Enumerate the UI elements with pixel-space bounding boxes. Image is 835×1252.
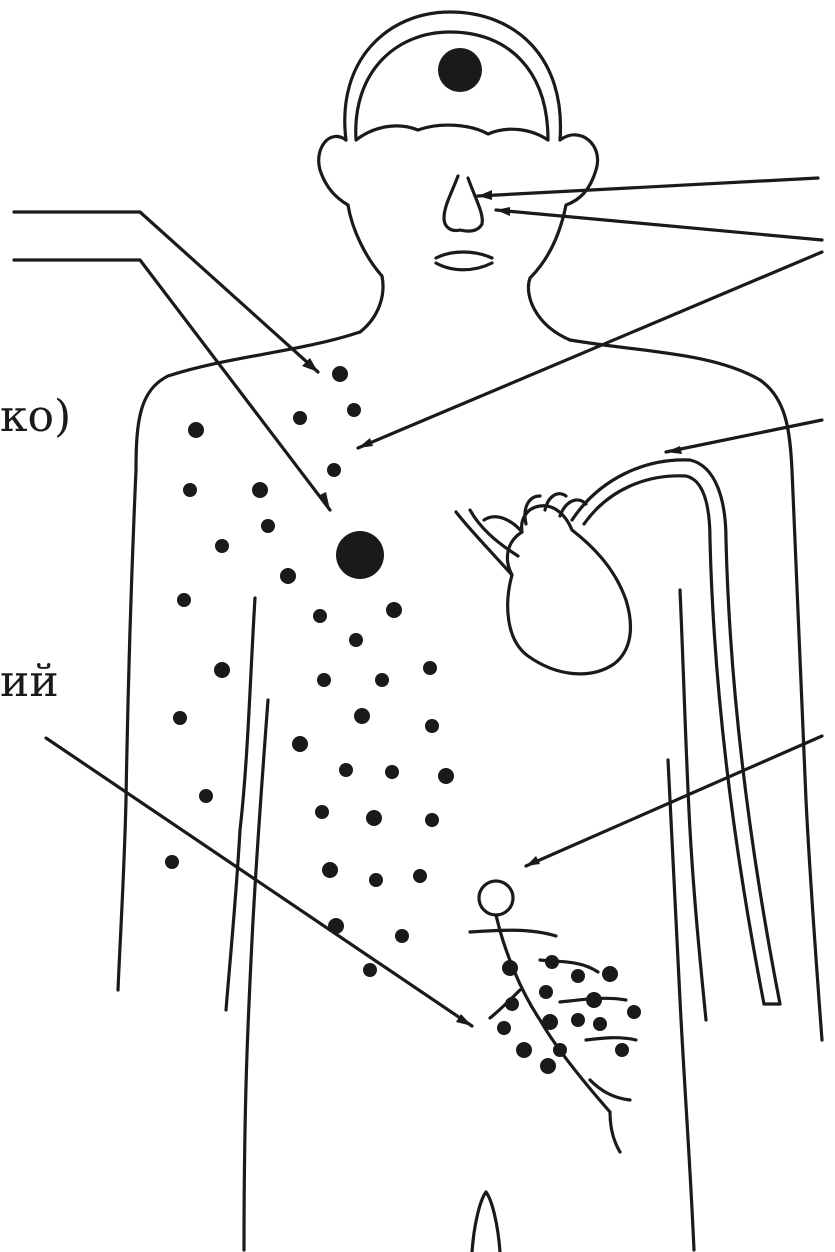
dot bbox=[395, 929, 409, 943]
dot bbox=[177, 593, 191, 607]
dot bbox=[280, 568, 296, 584]
dot bbox=[425, 719, 439, 733]
dot bbox=[165, 855, 179, 869]
dot bbox=[215, 539, 229, 553]
dot bbox=[539, 985, 553, 999]
dot bbox=[363, 963, 377, 977]
dot bbox=[322, 862, 338, 878]
label-line-3 bbox=[46, 738, 472, 1026]
nose bbox=[444, 176, 482, 231]
dot bbox=[386, 602, 402, 618]
label-fragment-2: ий bbox=[0, 660, 59, 704]
groin bbox=[472, 1192, 500, 1252]
dot bbox=[545, 955, 559, 969]
dot bbox=[602, 966, 618, 982]
label-line-4 bbox=[478, 178, 818, 196]
dot bbox=[349, 633, 363, 647]
dot bbox=[214, 662, 230, 678]
dot bbox=[332, 366, 348, 382]
arrowhead-6 bbox=[358, 438, 373, 448]
label-line-2 bbox=[14, 260, 330, 510]
dot bbox=[497, 1021, 511, 1035]
dot bbox=[571, 1013, 585, 1027]
dot bbox=[627, 1005, 641, 1019]
lymph-vessels bbox=[470, 915, 636, 1152]
dot bbox=[354, 708, 370, 724]
dot bbox=[540, 1058, 556, 1074]
heart-vessels-top bbox=[545, 494, 586, 516]
arrowhead-8 bbox=[526, 856, 540, 866]
dot bbox=[183, 483, 197, 497]
dot bbox=[413, 869, 427, 883]
label-line-8 bbox=[526, 736, 822, 866]
dot bbox=[261, 519, 275, 533]
left-torso-side bbox=[244, 700, 268, 1250]
dot bbox=[593, 1017, 607, 1031]
dot bbox=[571, 969, 585, 983]
dot bbox=[505, 997, 519, 1011]
dot bbox=[293, 411, 307, 425]
dot bbox=[328, 918, 344, 934]
dot bbox=[553, 1043, 567, 1057]
dot bbox=[502, 960, 518, 976]
dot bbox=[292, 736, 308, 752]
heart-vessels-left bbox=[456, 496, 540, 575]
dot bbox=[173, 711, 187, 725]
left-shoulder-arm bbox=[118, 332, 360, 990]
dot bbox=[542, 1014, 558, 1030]
label-line-5 bbox=[496, 210, 822, 240]
label-line-6 bbox=[358, 252, 822, 448]
right-arm-inner bbox=[680, 590, 706, 1020]
dot bbox=[252, 482, 268, 498]
dot bbox=[347, 403, 361, 417]
dot bbox=[586, 992, 602, 1008]
label-line-7 bbox=[666, 420, 822, 452]
dot bbox=[615, 1043, 629, 1057]
dot bbox=[369, 873, 383, 887]
chest-large-dot bbox=[336, 531, 384, 579]
dot bbox=[516, 1042, 532, 1058]
head-outline-left bbox=[319, 136, 383, 332]
heart bbox=[507, 506, 630, 674]
dot bbox=[339, 763, 353, 777]
label-fragment-1: ко) bbox=[0, 395, 71, 439]
mouth-lower bbox=[436, 263, 492, 270]
dot bbox=[188, 422, 204, 438]
dot bbox=[199, 789, 213, 803]
dot bbox=[425, 813, 439, 827]
lymph-node-circle bbox=[479, 881, 513, 915]
scattered-dots bbox=[165, 366, 641, 1074]
dot bbox=[375, 673, 389, 687]
dot bbox=[327, 463, 341, 477]
dot bbox=[385, 765, 399, 779]
dot bbox=[313, 609, 327, 623]
brain-dot bbox=[438, 48, 482, 92]
aorta-inner bbox=[584, 476, 764, 1004]
dot bbox=[317, 673, 331, 687]
dot bbox=[423, 661, 437, 675]
mouth-upper bbox=[436, 252, 492, 258]
dot bbox=[366, 810, 382, 826]
dot bbox=[438, 768, 454, 784]
dot bbox=[315, 805, 329, 819]
